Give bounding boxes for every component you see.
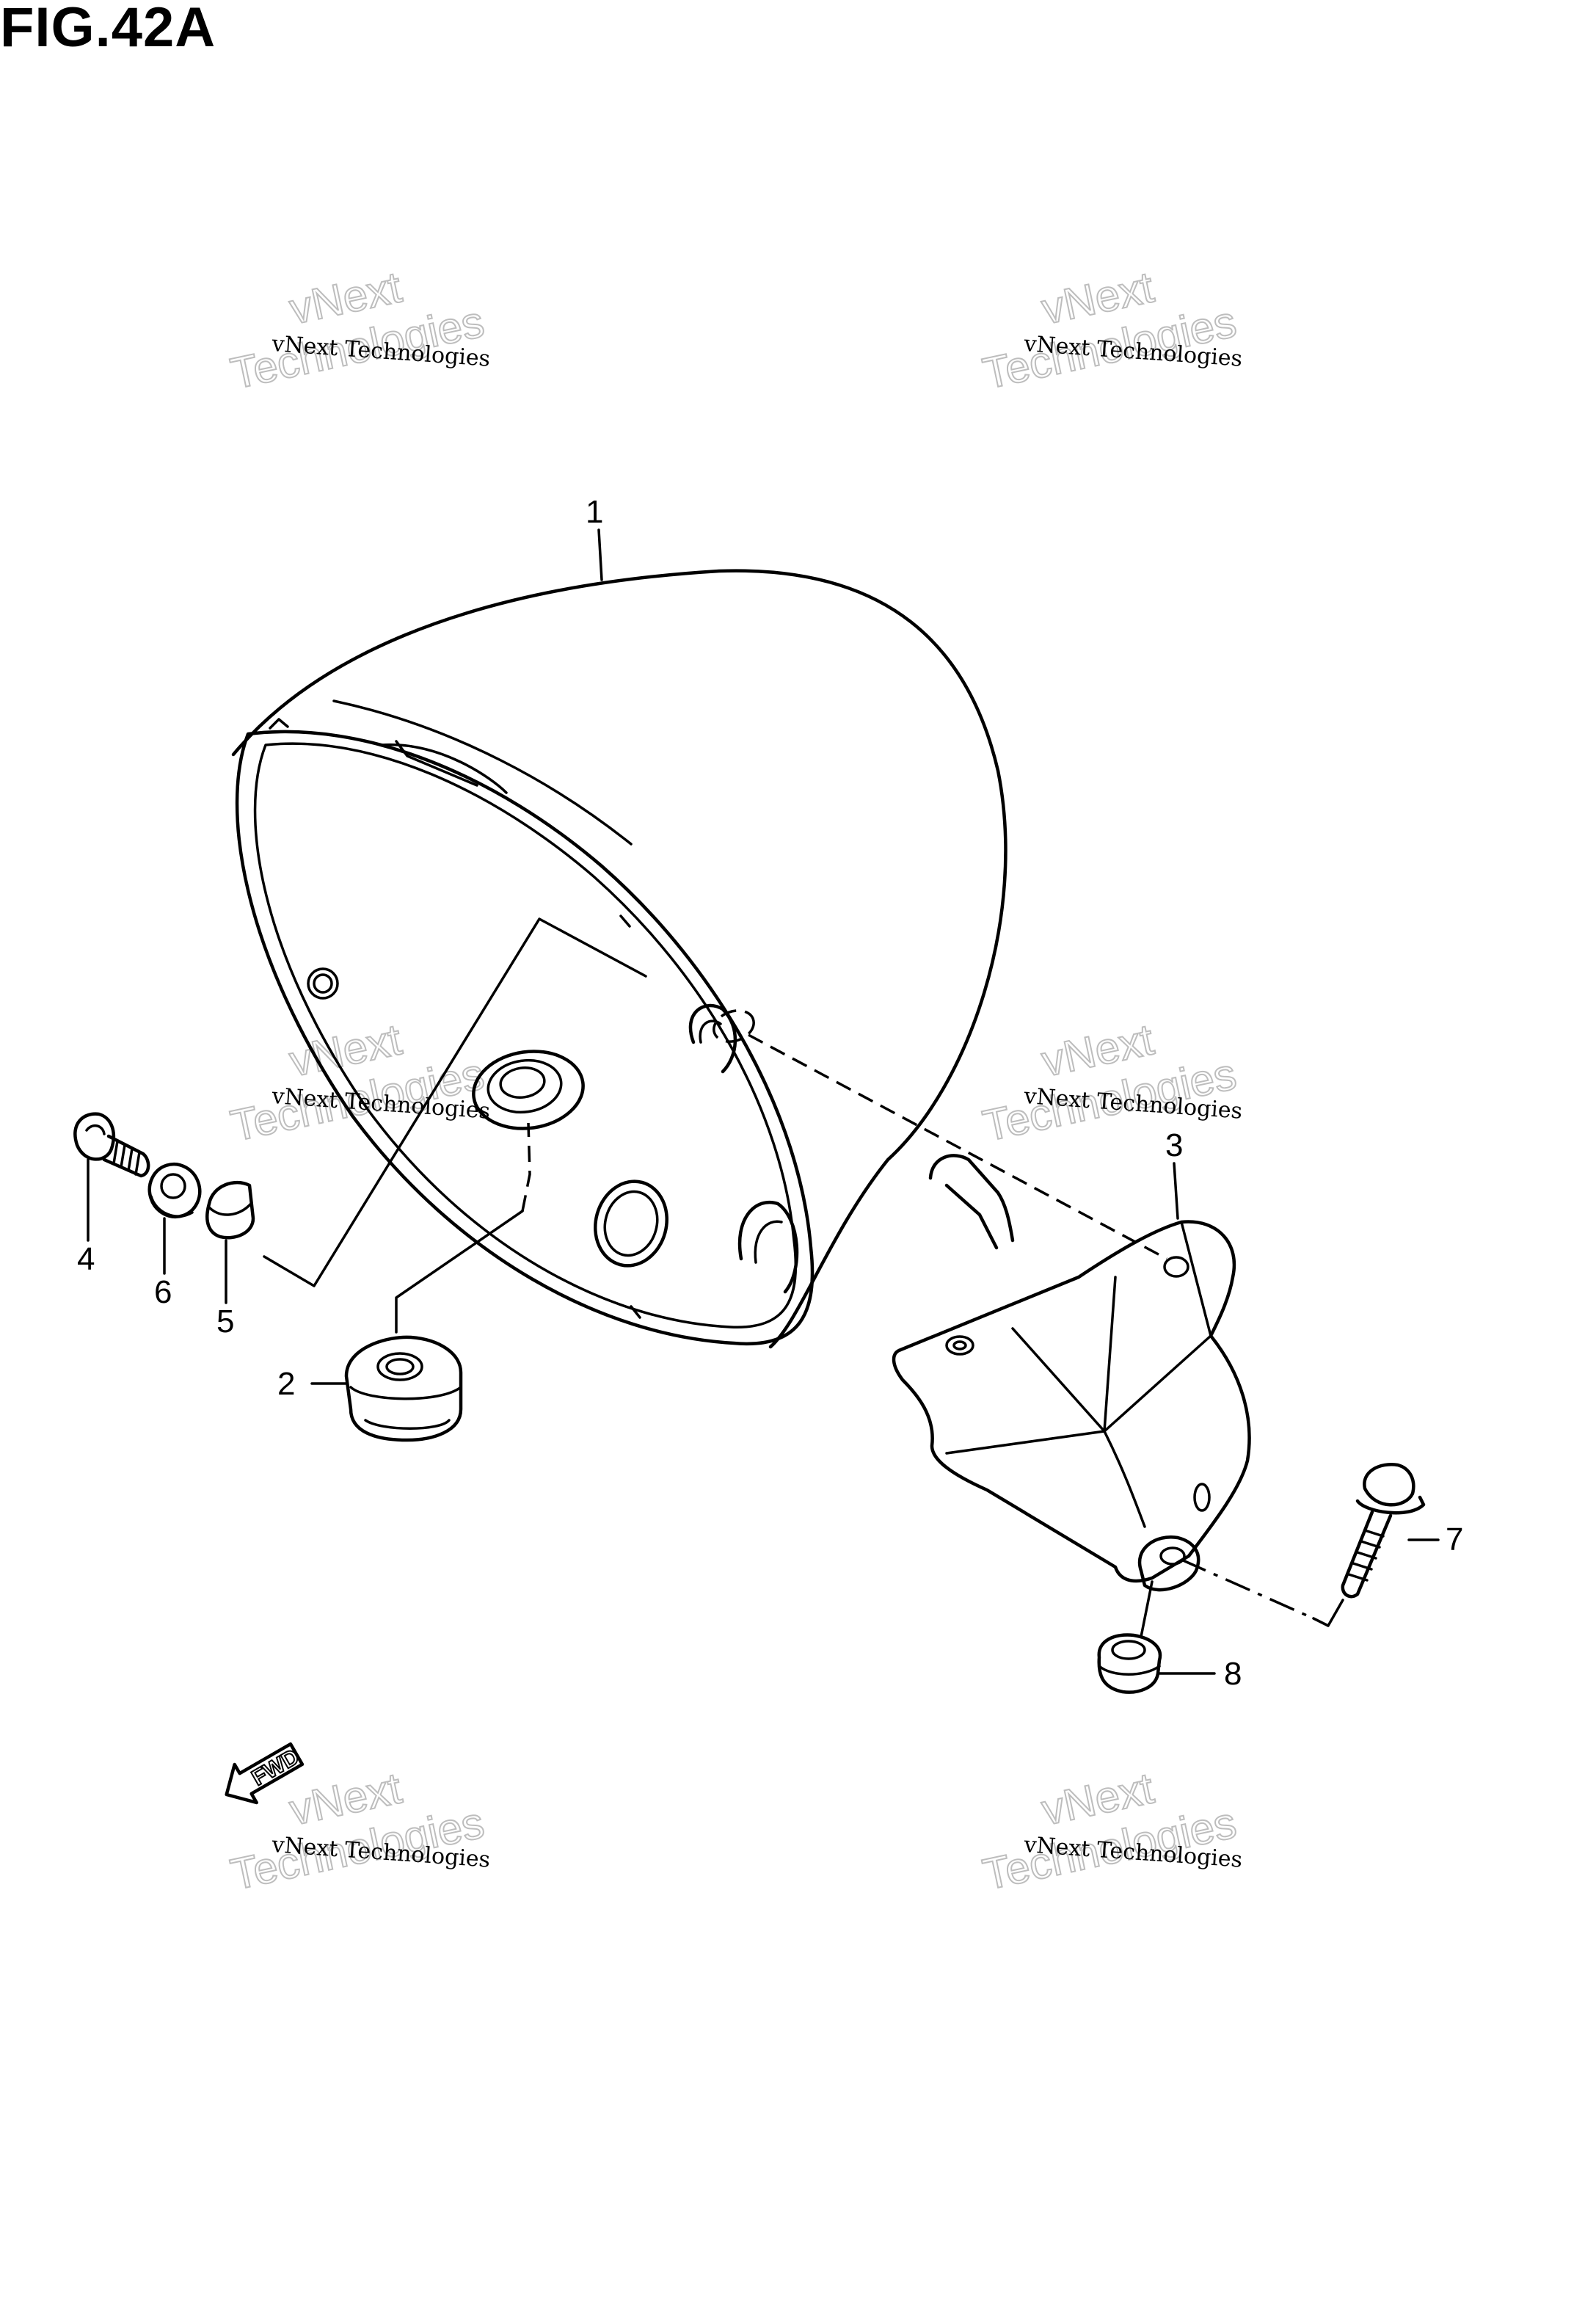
- callout-2: 2: [277, 1366, 295, 1402]
- callout-3: 3: [1165, 1127, 1183, 1163]
- callout-7: 7: [1446, 1522, 1463, 1557]
- callout-4: 4: [77, 1241, 95, 1277]
- watermark: vNext Technologies vNext Technologies: [226, 261, 491, 399]
- assembly-lines: [263, 917, 1344, 1627]
- watermark: vNext Technologies vNext Technologies: [978, 261, 1243, 399]
- watermark: vNext Technologies vNext Technologies: [978, 1014, 1243, 1151]
- callout-6: 6: [154, 1274, 172, 1310]
- watermark: vNext Technologies vNext Technologies: [978, 1762, 1243, 1900]
- callout-8: 8: [1224, 1656, 1242, 1692]
- callout-leaders: [87, 528, 1440, 1675]
- figure-title: FIG.42A: [0, 0, 216, 59]
- collar-part-5: [205, 1180, 255, 1240]
- bracket-part-3: [892, 1154, 1251, 1592]
- watermark: vNext Technologies vNext Technologies: [226, 1014, 491, 1151]
- nut-part-8: [1097, 1633, 1162, 1694]
- bolt-part-4: [73, 1112, 150, 1178]
- callout-1: 1: [586, 494, 603, 530]
- washer-part-6: [147, 1162, 202, 1219]
- headlight-housing: [231, 569, 1007, 1349]
- grommet-part-2: [344, 1335, 463, 1442]
- fwd-arrow-icon: FWD: [225, 1742, 304, 1805]
- callout-5: 5: [216, 1304, 234, 1339]
- flange-bolt-part-7: [1341, 1463, 1426, 1599]
